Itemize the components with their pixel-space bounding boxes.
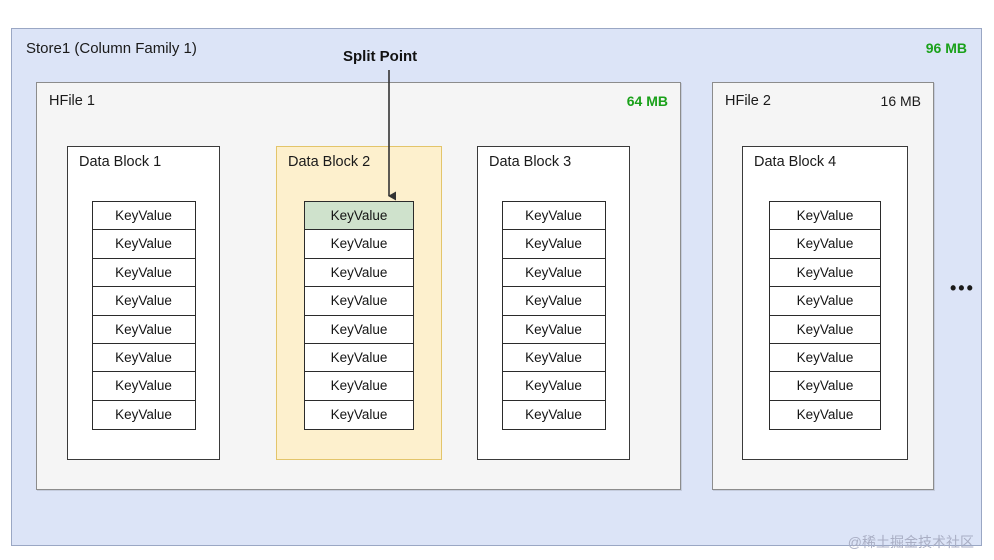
keyvalue-cell: KeyValue <box>305 372 413 401</box>
keyvalue-cell: KeyValue <box>502 372 605 401</box>
keyvalue-cell: KeyValue <box>770 343 880 373</box>
data-block-4-keyvalue-stack: KeyValue KeyValue KeyValue KeyValue KeyV… <box>769 201 881 431</box>
keyvalue-cell: KeyValue <box>305 287 413 316</box>
keyvalue-cell: KeyValue <box>92 258 195 288</box>
keyvalue-cell: KeyValue <box>770 315 880 344</box>
data-block-1: Data Block 1 KeyValue KeyValue KeyValue … <box>67 146 220 460</box>
keyvalue-cell: KeyValue <box>305 230 413 259</box>
keyvalue-cell: KeyValue <box>770 372 880 401</box>
keyvalue-cell: KeyValue <box>305 400 413 430</box>
keyvalue-cell: KeyValue <box>770 230 880 259</box>
keyvalue-cell: KeyValue <box>92 372 195 401</box>
hfile-1-size: 64 MB <box>626 93 668 109</box>
keyvalue-cell: KeyValue <box>92 287 195 316</box>
data-block-2-keyvalue-stack: KeyValue KeyValue KeyValue KeyValue KeyV… <box>304 201 414 431</box>
keyvalue-cell: KeyValue <box>305 343 413 373</box>
keyvalue-cell: KeyValue <box>92 202 195 231</box>
hfile-1-title: HFile 1 <box>49 93 95 109</box>
data-block-3: Data Block 3 KeyValue KeyValue KeyValue … <box>477 146 630 460</box>
keyvalue-cell: KeyValue <box>502 315 605 344</box>
keyvalue-cell: KeyValue <box>770 202 880 231</box>
data-block-1-keyvalue-stack: KeyValue KeyValue KeyValue KeyValue KeyV… <box>91 201 196 431</box>
keyvalue-cell: KeyValue <box>770 287 880 316</box>
keyvalue-cell: KeyValue <box>502 230 605 259</box>
keyvalue-cell: KeyValue <box>770 258 880 288</box>
keyvalue-cell: KeyValue <box>502 343 605 373</box>
keyvalue-cell: KeyValue <box>502 202 605 231</box>
store-size-badge: 96 MB <box>925 40 967 56</box>
keyvalue-cell: KeyValue <box>502 400 605 430</box>
data-block-3-title: Data Block 3 <box>489 154 572 170</box>
keyvalue-cell: KeyValue <box>92 230 195 259</box>
keyvalue-cell: KeyValue <box>305 258 413 288</box>
keyvalue-cell: KeyValue <box>502 258 605 288</box>
keyvalue-cell: KeyValue <box>92 315 195 344</box>
keyvalue-cell: KeyValue <box>770 400 880 430</box>
data-block-2-title: Data Block 2 <box>288 154 371 170</box>
keyvalue-cell: KeyValue <box>92 400 195 430</box>
keyvalue-cell: KeyValue <box>305 315 413 344</box>
keyvalue-cell: KeyValue <box>92 343 195 373</box>
more-hfiles-ellipsis: ••• <box>950 278 975 298</box>
data-block-2: Data Block 2 KeyValue KeyValue KeyValue … <box>276 146 442 460</box>
keyvalue-cell-split-target: KeyValue <box>305 202 413 231</box>
hfile-2-title: HFile 2 <box>725 93 771 109</box>
hfile-2-size: 16 MB <box>880 93 921 109</box>
data-block-4-title: Data Block 4 <box>754 154 837 170</box>
store-title: Store1 (Column Family 1) <box>26 40 197 57</box>
watermark: @稀土掘金技术社区 <box>847 534 974 550</box>
data-block-3-keyvalue-stack: KeyValue KeyValue KeyValue KeyValue KeyV… <box>501 201 606 431</box>
keyvalue-cell: KeyValue <box>502 287 605 316</box>
data-block-1-title: Data Block 1 <box>79 154 162 170</box>
data-block-4: Data Block 4 KeyValue KeyValue KeyValue … <box>742 146 908 460</box>
